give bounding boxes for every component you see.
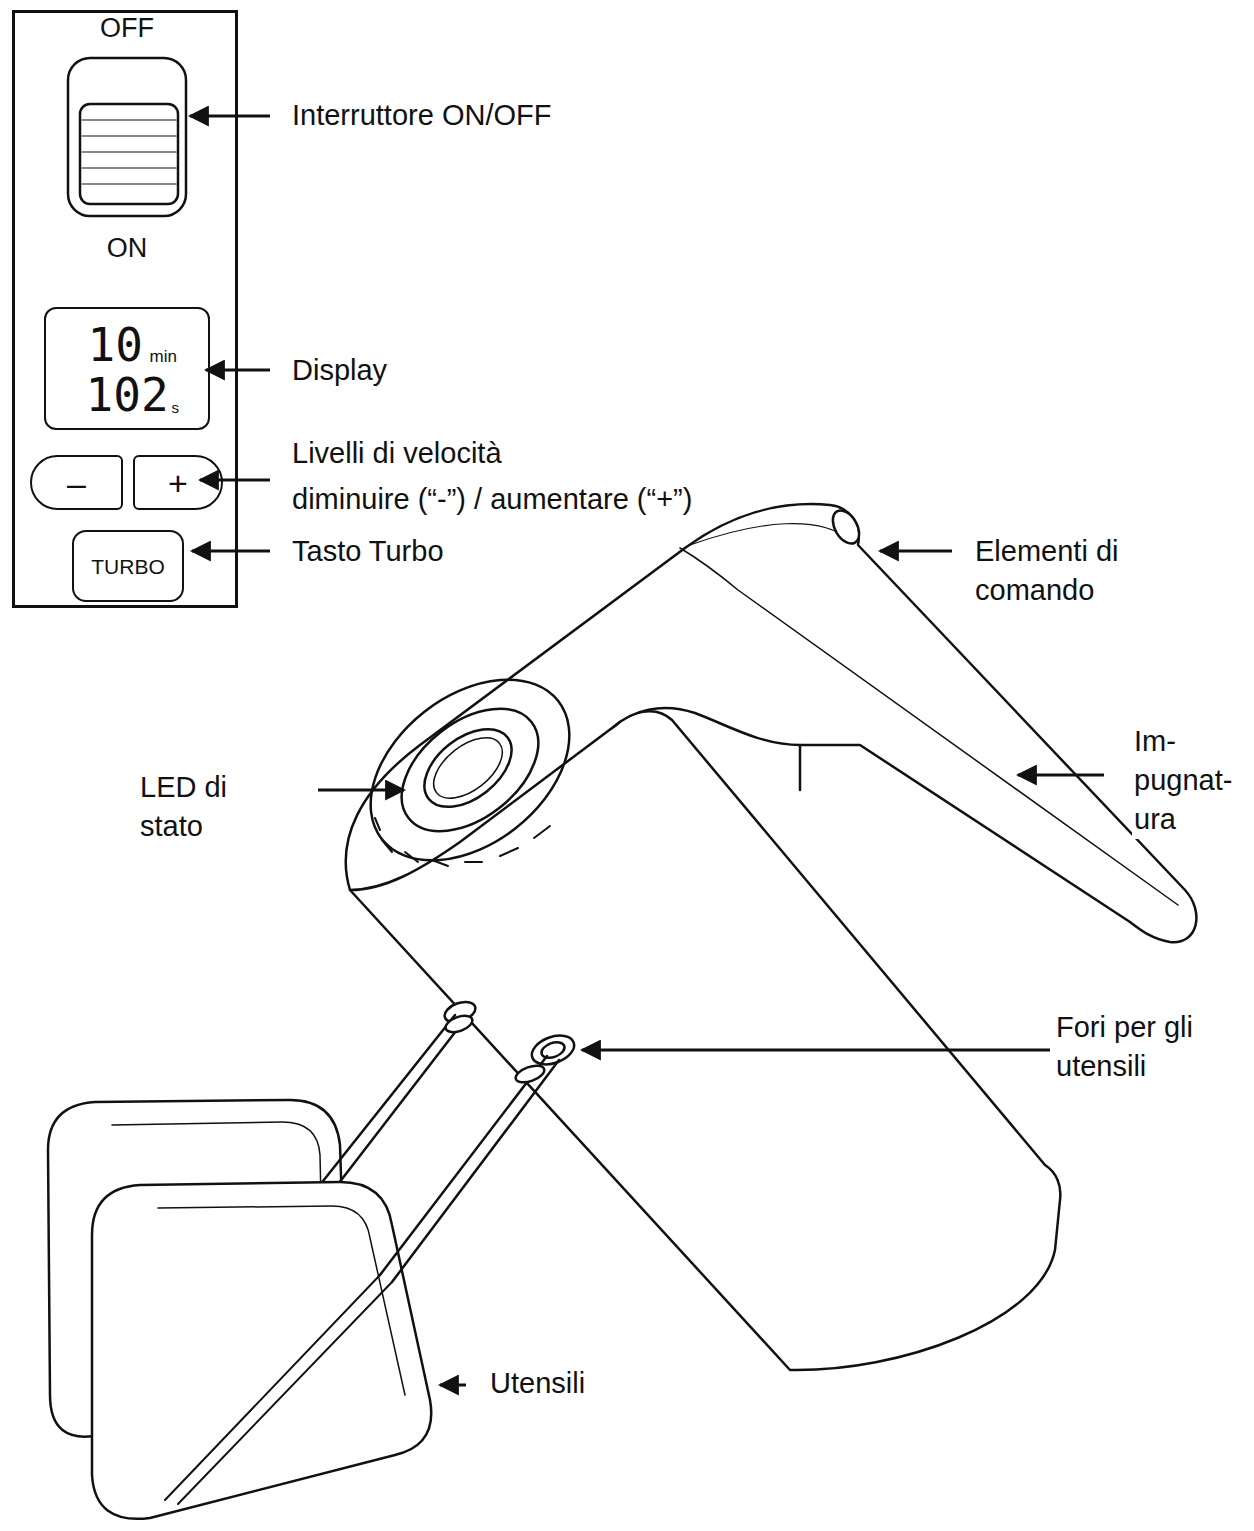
status-led <box>336 643 604 898</box>
control-button <box>827 506 864 548</box>
leader-line <box>200 479 270 482</box>
part-label: Livelli di velocità <box>290 434 504 473</box>
part-label: Utensili <box>488 1364 587 1403</box>
leader-lines <box>190 116 1104 1385</box>
tool-shaft <box>392 1060 559 1282</box>
part-label: Interruttore ON/OFF <box>290 96 553 135</box>
part-label: Elementi di comando <box>973 532 1177 610</box>
control-panel: 10 min 102s – + TURBO OFF ON <box>12 10 238 608</box>
part-label: Tasto Turbo <box>290 532 446 571</box>
leader-line <box>206 369 270 372</box>
switch-label: ON <box>107 235 148 262</box>
leader-line <box>880 550 952 553</box>
leader-line <box>318 789 404 792</box>
leader-line <box>582 1049 1050 1052</box>
part-label: Fori per gli utensili <box>1054 1008 1248 1086</box>
part-label: Im- pugnat- ura <box>1132 722 1234 839</box>
part-label: LED di stato <box>138 768 262 846</box>
minus-button: – <box>30 455 123 510</box>
plus-button: + <box>133 455 223 510</box>
switch-frame <box>68 58 186 216</box>
beater-spine <box>165 1275 380 1500</box>
part-label: Display <box>290 351 389 390</box>
handle-end <box>799 745 802 790</box>
button-label: TURBO <box>91 556 165 577</box>
display-digits: 102 <box>86 372 169 418</box>
mixer-housing <box>346 504 1197 942</box>
switch-slider <box>80 104 178 204</box>
shaft-collar <box>514 1062 547 1085</box>
housing-seam <box>690 524 850 545</box>
tool-hole <box>528 1030 578 1069</box>
beater <box>92 1182 431 1519</box>
leader-line <box>1018 774 1104 777</box>
tool-shaft <box>300 1015 455 1210</box>
button-label: – <box>67 466 86 500</box>
part-label: diminuire (“-”) / aumentare (“+”) <box>290 480 694 519</box>
leader-line <box>192 550 270 553</box>
turbo-button: TURBO <box>72 530 184 602</box>
switch-ridges <box>82 120 176 184</box>
tool-hole <box>539 1039 566 1060</box>
display-unit: s <box>172 400 180 415</box>
switch-label: OFF <box>100 15 154 42</box>
button-label: + <box>168 466 188 500</box>
leader-line <box>440 1384 466 1387</box>
beater-rim <box>158 1206 405 1395</box>
leader-line <box>190 115 270 118</box>
lcd-display: 10 min 102s <box>44 307 210 430</box>
shaft-collar <box>443 1013 474 1036</box>
display-digits: 10 <box>88 322 143 368</box>
beater-spine <box>178 1282 392 1504</box>
display-unit: min <box>150 348 177 365</box>
tool-shaft <box>380 1056 547 1275</box>
